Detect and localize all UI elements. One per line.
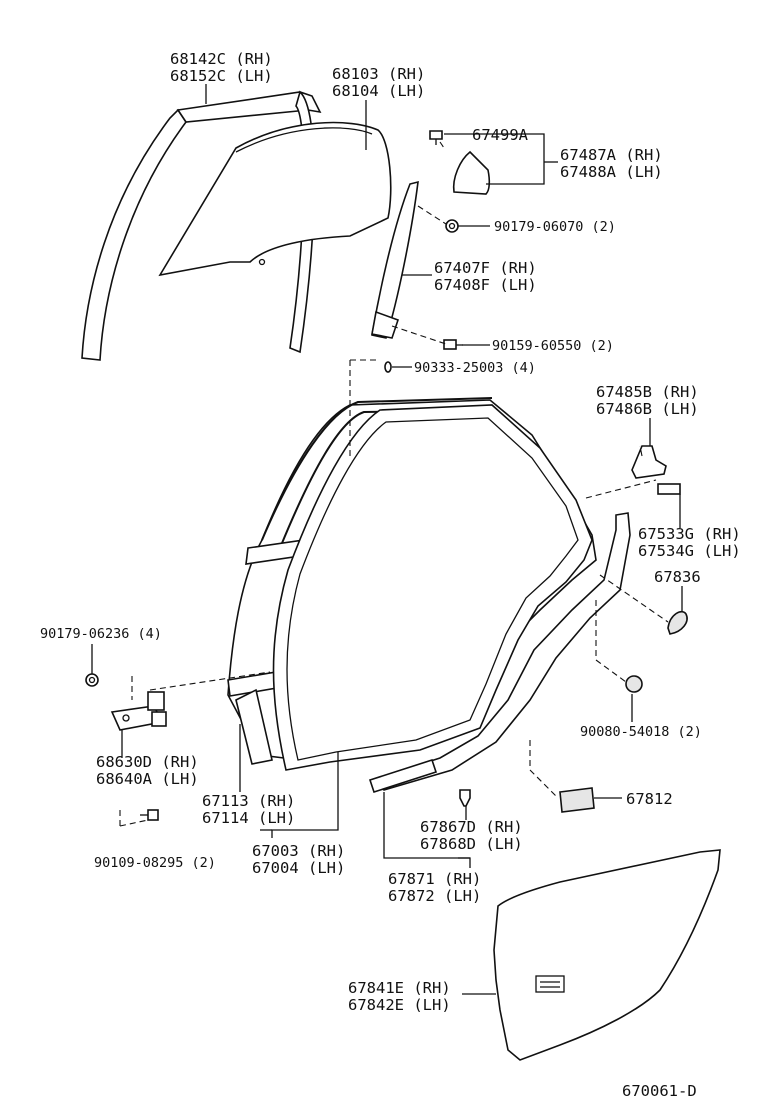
label-67867d: 67867D (RH) — [420, 818, 523, 836]
plug-90080-54018[interactable] — [625, 675, 643, 693]
label-67004: 67004 (LH) — [252, 859, 345, 877]
label-90080-54018: 90080-54018 (2) — [580, 724, 702, 740]
bolt-90179-06236[interactable] — [85, 673, 99, 687]
label-67499a: 67499A — [472, 126, 529, 144]
label-90333-25003: 90333-25003 (4) — [414, 360, 536, 376]
bolt-90109-08295[interactable] — [140, 809, 159, 821]
door-glass[interactable] — [158, 121, 392, 277]
label-90159-60550: 90159-60550 (2) — [492, 338, 614, 354]
label-67812: 67812 — [626, 790, 673, 808]
label-67533g: 67533G (RH) — [638, 525, 741, 543]
label-67842e: 67842E (LH) — [348, 996, 451, 1014]
label-67408f: 67408F (LH) — [434, 276, 537, 294]
label-68103: 68103 (RH) — [332, 65, 425, 83]
label-67003: 67003 (RH) — [252, 842, 345, 860]
plug-90333-25003[interactable] — [384, 361, 392, 373]
label-90179-06236: 90179-06236 (4) — [40, 626, 162, 642]
label-90109-08295: 90109-08295 (2) — [94, 855, 216, 871]
cover-67487a[interactable] — [452, 150, 491, 195]
label-67836: 67836 — [654, 568, 701, 586]
label-68152c: 68152C (LH) — [170, 67, 273, 85]
clip-67867d[interactable] — [459, 789, 471, 807]
diagram-id: 670061-D — [622, 1082, 697, 1100]
label-67871: 67871 (RH) — [388, 870, 481, 888]
trim-67485b[interactable] — [631, 445, 667, 479]
bolt-90159-60550[interactable] — [443, 339, 463, 350]
rear-door-weatherstrip-long[interactable] — [370, 512, 631, 791]
label-68142c: 68142C (RH) — [170, 50, 273, 68]
label-67486b: 67486B (LH) — [596, 400, 699, 418]
label-67841e: 67841E (RH) — [348, 979, 451, 997]
label-90179-06070: 90179-06070 (2) — [494, 219, 616, 235]
label-67114: 67114 (LH) — [202, 809, 295, 827]
label-67868d: 67868D (LH) — [420, 835, 523, 853]
label-67488a: 67488A (LH) — [560, 163, 663, 181]
cap-67836[interactable] — [667, 610, 688, 635]
lower-weatherstrip[interactable] — [368, 758, 438, 794]
label-68104: 68104 (LH) — [332, 82, 425, 100]
label-67113: 67113 (RH) — [202, 792, 295, 810]
nut-90179-06070[interactable] — [445, 219, 459, 233]
window-frame[interactable] — [371, 180, 419, 339]
label-67487a: 67487A (RH) — [560, 146, 663, 164]
door-trim-board[interactable] — [493, 849, 721, 1061]
label-68630d: 68630D (RH) — [96, 753, 199, 771]
label-67534g: 67534G (LH) — [638, 542, 741, 560]
door-weatherstrip[interactable] — [272, 404, 593, 771]
label-68640a: 68640A (LH) — [96, 770, 199, 788]
pad-67533g[interactable] — [657, 483, 681, 495]
leader-lines — [91, 84, 683, 995]
pad-67812[interactable] — [559, 787, 595, 813]
assembly-lines — [119, 141, 669, 827]
labels: 68142C (RH) 68152C (LH) 68103 (RH) 68104… — [40, 50, 741, 1100]
label-67872: 67872 (LH) — [388, 887, 481, 905]
door-outer-weatherstrip[interactable] — [235, 688, 273, 765]
clip-67499a[interactable] — [429, 130, 443, 145]
label-67485b: 67485B (RH) — [596, 383, 699, 401]
door-check[interactable] — [110, 691, 167, 731]
label-67407f: 67407F (RH) — [434, 259, 537, 277]
